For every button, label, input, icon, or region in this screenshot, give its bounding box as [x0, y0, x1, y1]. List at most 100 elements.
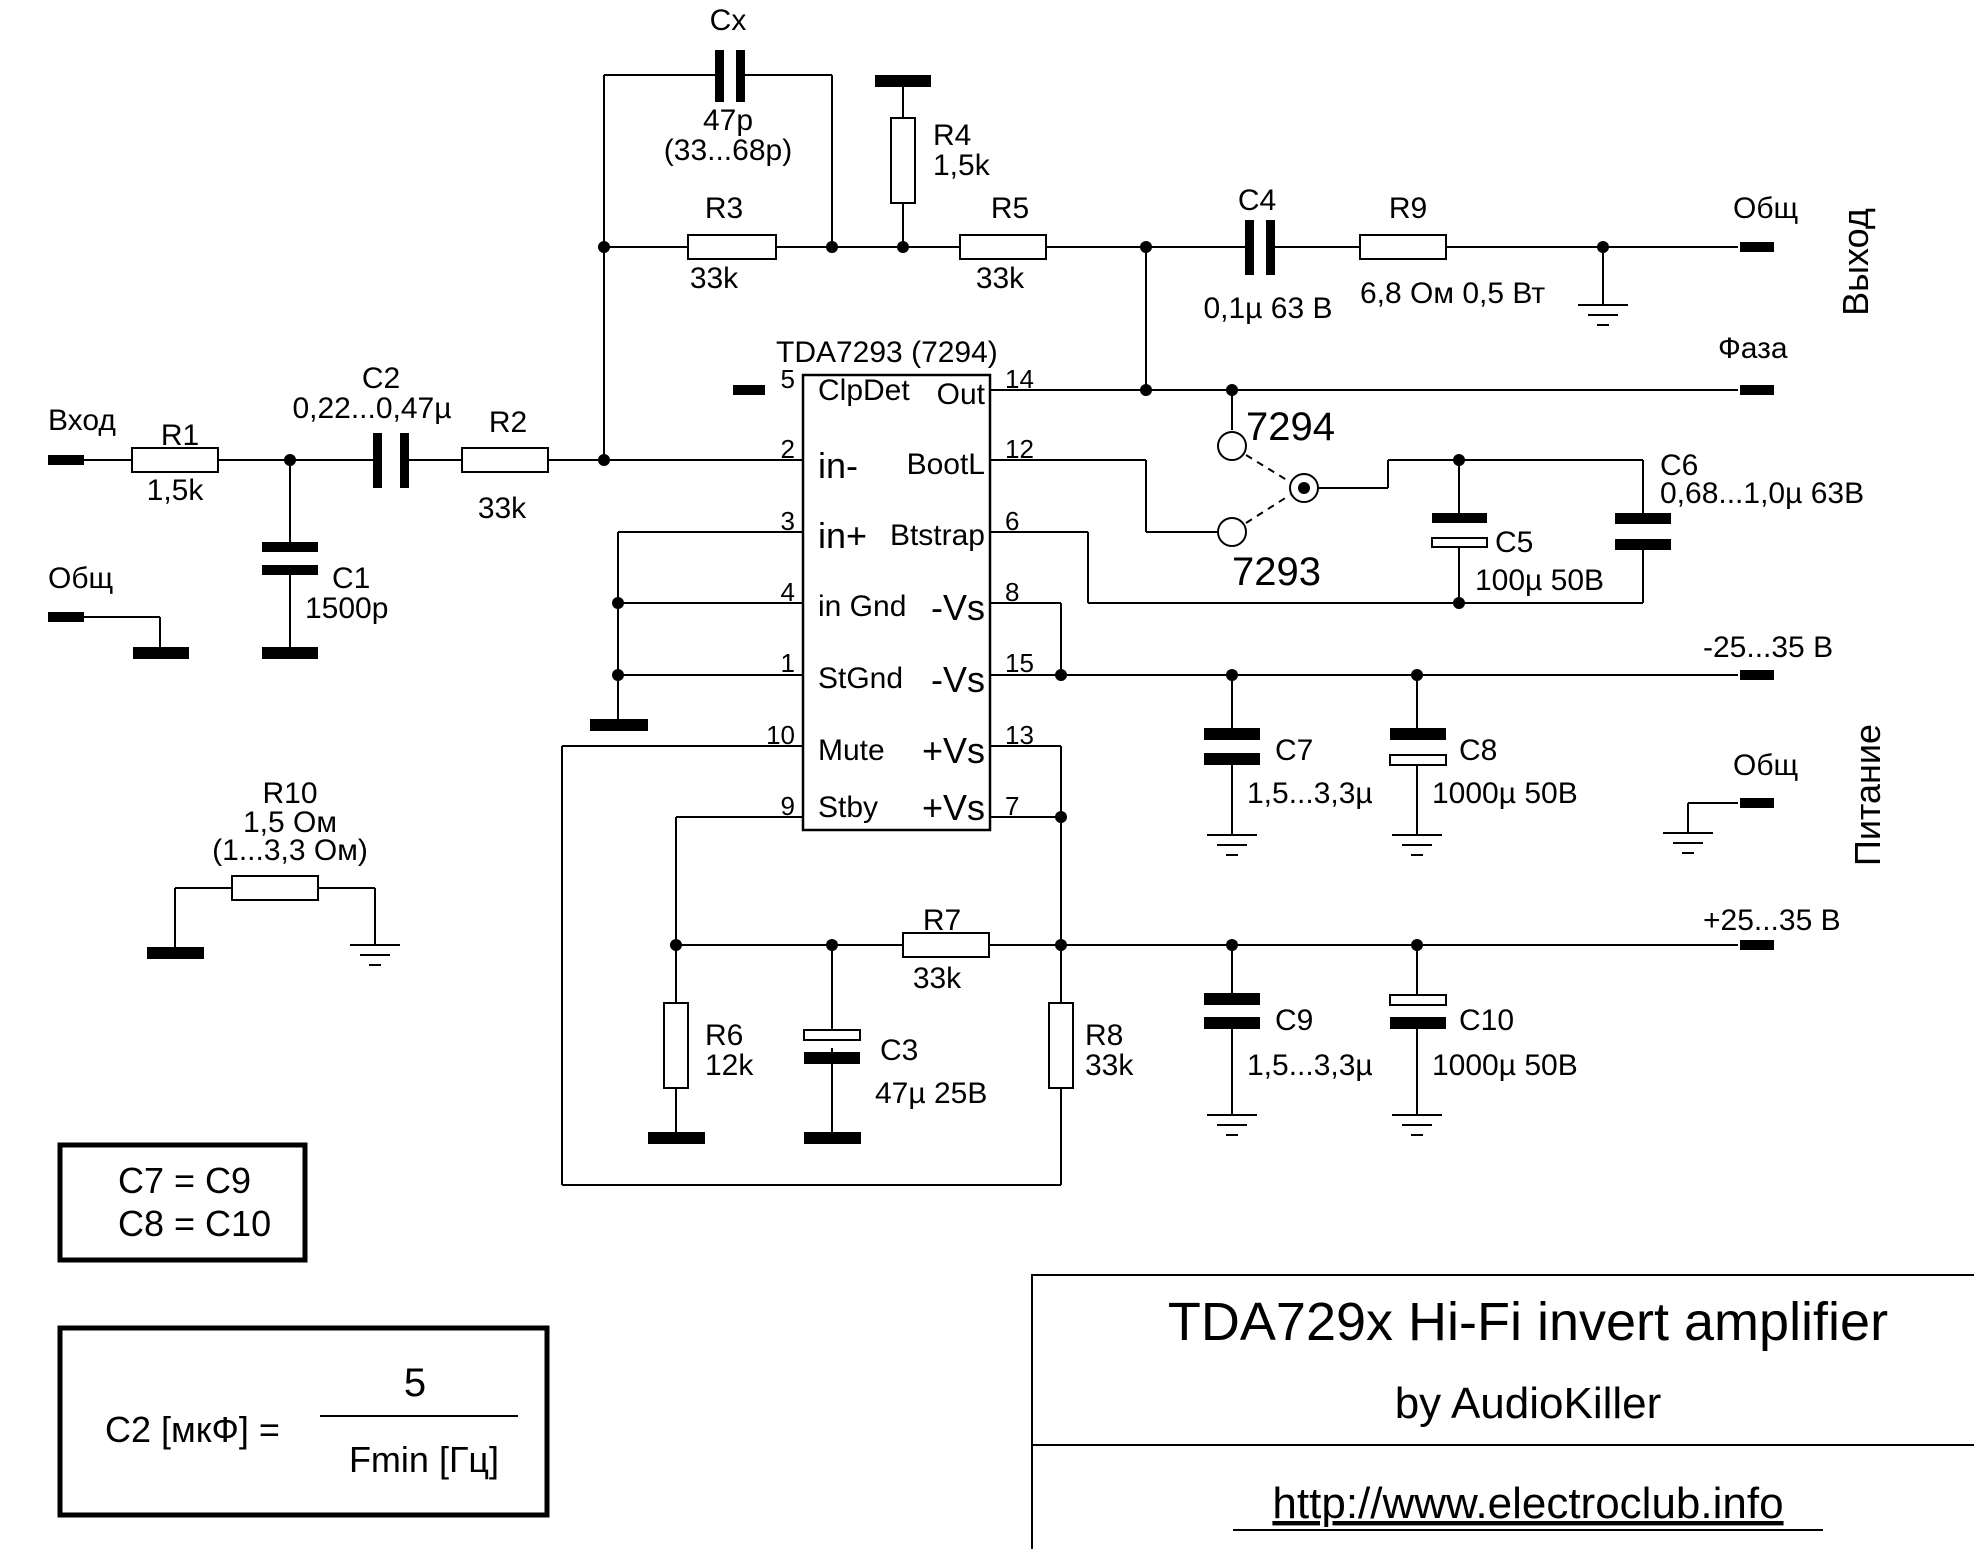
- pin-num-15: 15: [1005, 648, 1034, 678]
- output-label: Выход: [1835, 208, 1876, 316]
- pin-num-12: 12: [1005, 434, 1034, 464]
- pin-num-10: 10: [766, 720, 795, 750]
- input-label: Вход: [48, 404, 116, 437]
- ic-body: [801, 373, 992, 832]
- c5-name: C5: [1495, 526, 1533, 559]
- r2-name: R2: [489, 406, 527, 439]
- pin-num-9: 9: [781, 791, 795, 821]
- equality-note: C7 = C9 C8 = C10: [57, 1142, 308, 1263]
- c9-name: C9: [1275, 1004, 1313, 1037]
- r8-value: 33k: [1085, 1049, 1134, 1082]
- pin-label-8: -Vs: [931, 587, 985, 628]
- r10-range: (1...3,3 Ом): [212, 834, 368, 867]
- r1-name: R1: [161, 419, 199, 452]
- r4-value: 1,5k: [933, 149, 991, 182]
- pin-label-12: BootL: [907, 448, 985, 481]
- c7-value: 1,5...3,3µ: [1247, 777, 1373, 810]
- r6-body: [663, 1002, 689, 1089]
- pin-label-2: in-: [818, 445, 858, 486]
- c1-plate: [262, 542, 318, 552]
- c1-name: C1: [332, 562, 370, 595]
- input-gnd-terminal: [48, 612, 84, 622]
- r2-value: 33k: [478, 492, 527, 525]
- ground-icon: [350, 944, 400, 966]
- pwr-gnd-label: Общ: [1733, 749, 1798, 782]
- c4-value: 0,1µ 63 В: [1203, 292, 1332, 325]
- r2-body: [461, 447, 549, 473]
- ground-icon: [1663, 832, 1713, 854]
- pin-label-6: Btstrap: [890, 519, 985, 552]
- r6-value: 12k: [705, 1049, 754, 1082]
- pin-num-2: 2: [781, 434, 795, 464]
- r10-value: 1,5 Ом: [243, 806, 337, 839]
- ground-icon: [1392, 834, 1442, 856]
- switch-label-7294: 7294: [1246, 405, 1335, 449]
- pos-supply-label: +25...35 В: [1703, 904, 1841, 937]
- resistors: [131, 117, 1447, 1089]
- cx-range: (33...68p): [664, 134, 792, 167]
- c5-value: 100µ 50В: [1475, 564, 1604, 597]
- c8-name: C8: [1459, 734, 1497, 767]
- title-author: by AudioKiller: [1395, 1379, 1662, 1428]
- power-label: Питание: [1847, 724, 1888, 866]
- ic-tda7293: TDA7293 (7294) ClpDet in- in+ in Gnd StG…: [766, 336, 1034, 832]
- formula-box: C2 [мкФ] = 5 Fmin [Гц]: [57, 1325, 550, 1518]
- switch-label-7293: 7293: [1232, 550, 1321, 594]
- ic-name: TDA7293 (7294): [776, 336, 998, 369]
- pin-label-5: ClpDet: [818, 374, 910, 407]
- note-eq2: C8 = C10: [118, 1203, 271, 1244]
- r4-body: [890, 117, 916, 204]
- c10-value: 1000µ 50В: [1432, 1049, 1578, 1082]
- r9-value: 6,8 Ом 0,5 Вт: [1360, 277, 1545, 310]
- neg-supply-terminal: [1740, 670, 1774, 680]
- c7-plate: [1204, 728, 1260, 740]
- pin-num-14: 14: [1005, 364, 1034, 394]
- ground-icon: [1392, 1114, 1442, 1136]
- title-url[interactable]: http://www.electroclub.info: [1272, 1479, 1783, 1528]
- pin-num-8: 8: [1005, 577, 1019, 607]
- c8-plate: [1390, 728, 1446, 740]
- r4-name: R4: [933, 119, 971, 152]
- c5-plate: [1432, 513, 1487, 523]
- component-labels: Cx 47p (33...68p) R1 1,5k C2 0,22...0,47…: [147, 4, 1864, 1110]
- junctions: [284, 241, 1609, 951]
- selector-switch: [1217, 431, 1319, 547]
- c4-name: C4: [1238, 184, 1276, 217]
- c2-value: 0,22...0,47µ: [292, 392, 451, 425]
- neg-supply-label: -25...35 В: [1703, 631, 1833, 664]
- pin-num-1: 1: [781, 648, 795, 678]
- r9-name: R9: [1389, 192, 1427, 225]
- pin-num-5: 5: [781, 364, 795, 394]
- c4-plate: [1245, 220, 1254, 275]
- pin-num-6: 6: [1005, 506, 1019, 536]
- input-gnd-label: Общ: [48, 562, 113, 595]
- out-phase-terminal: [1740, 385, 1774, 395]
- r9-body: [1359, 234, 1447, 260]
- r5-value: 33k: [976, 262, 1025, 295]
- c3-name: C3: [880, 1034, 918, 1067]
- formula-numerator: 5: [404, 1361, 426, 1405]
- r8-body: [1048, 1002, 1074, 1089]
- r6-name: R6: [705, 1019, 743, 1052]
- c7-name: C7: [1275, 734, 1313, 767]
- out-gnd-terminal: [1740, 242, 1774, 252]
- pin-label-13: +Vs: [922, 730, 985, 771]
- c1-value: 1500p: [305, 592, 388, 625]
- r7-value: 33k: [913, 962, 962, 995]
- r3-value: 33k: [690, 262, 739, 295]
- pin-num-13: 13: [1005, 720, 1034, 750]
- out-phase-label: Фаза: [1718, 332, 1788, 365]
- c6-plate: [1615, 513, 1671, 524]
- port-labels: Вход Общ Общ Фаза Выход -25...35 В Общ +…: [48, 192, 1888, 937]
- r3-body: [687, 234, 777, 260]
- r10-name: R10: [262, 777, 317, 810]
- ground-icon: [1207, 1114, 1257, 1136]
- c8-value: 1000µ 50В: [1432, 777, 1578, 810]
- formula-lhs: C2 [мкФ] =: [105, 1409, 280, 1450]
- c2-plate: [373, 433, 382, 488]
- switch-contact-7294: [1217, 431, 1247, 461]
- c2-name: C2: [362, 362, 400, 395]
- pin-label-4: in Gnd: [818, 590, 906, 623]
- title-block: TDA729x Hi-Fi invert amplifier by AudioK…: [1031, 1274, 1974, 1549]
